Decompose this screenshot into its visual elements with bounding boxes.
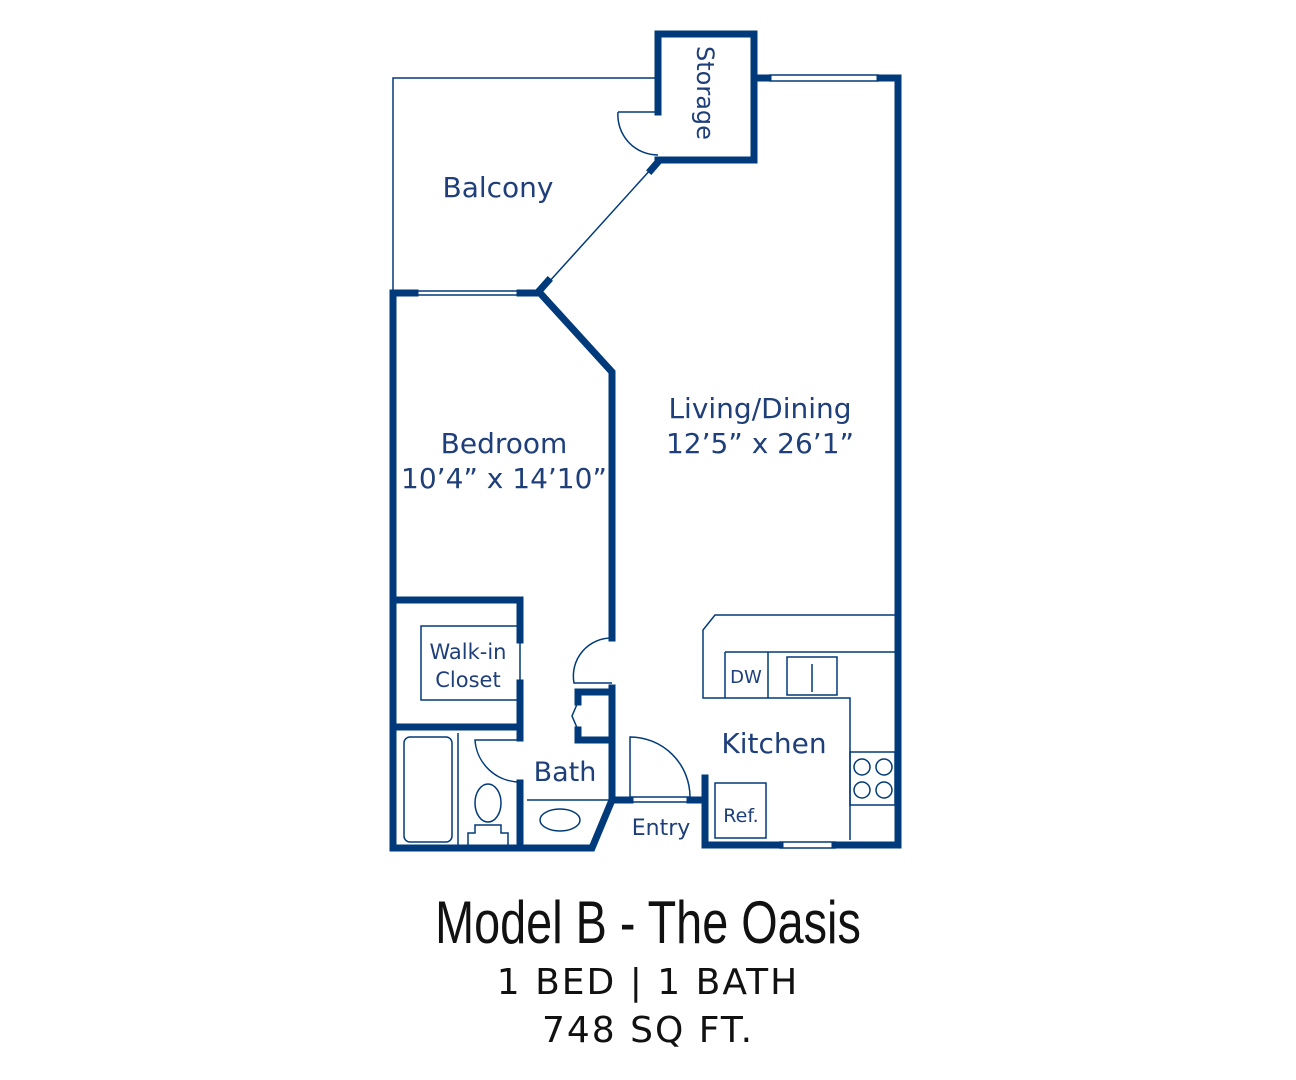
burner <box>875 758 893 776</box>
window-top <box>769 74 879 82</box>
door-stub <box>646 157 663 175</box>
bedroom-door <box>572 637 613 684</box>
stove <box>849 751 896 806</box>
sliding-door <box>547 167 653 284</box>
model-title: Model B - The Oasis <box>435 889 861 956</box>
burner <box>853 758 871 776</box>
bathtub <box>403 736 453 843</box>
closet-shelf <box>420 625 521 701</box>
closet-wall <box>393 596 524 644</box>
balcony-outline <box>392 77 655 293</box>
balcony-label: Balcony <box>443 171 554 204</box>
storage-walls <box>654 30 758 164</box>
kitchen-counter <box>702 614 895 840</box>
bedroom-wall <box>516 289 616 642</box>
linen-door <box>571 701 579 731</box>
burner <box>853 781 871 799</box>
toilet-icon <box>474 783 502 823</box>
bedroom-label: Bedroom <box>441 427 568 460</box>
linen-closet-wall-2 <box>574 726 616 744</box>
kitchen-label: Kitchen <box>721 727 826 760</box>
entry-threshold <box>629 796 691 803</box>
storage-label: Storage <box>691 46 719 140</box>
bedroom-dims: 10’4” x 14’10” <box>401 462 607 495</box>
entry-label: Entry <box>632 816 691 841</box>
storage-door <box>617 111 659 156</box>
bedroom-window <box>414 290 521 296</box>
bath-door <box>474 739 521 783</box>
living-dims: 12’5” x 26’1” <box>666 427 854 460</box>
square-footage: 748 SQ FT. <box>541 1010 755 1051</box>
kitchen-sink <box>786 656 838 696</box>
entry-door <box>629 736 691 798</box>
burner <box>875 781 893 799</box>
exterior-wall-right <box>831 74 902 849</box>
closet-label: Walk-in <box>429 640 506 664</box>
bath-label: Bath <box>534 757 597 788</box>
living-label: Living/Dining <box>668 392 851 425</box>
door-stub <box>535 276 553 295</box>
toilet-tank <box>467 824 509 845</box>
refrigerator <box>714 782 767 839</box>
window-kitchen <box>779 841 836 849</box>
closet-label-2: Closet <box>435 668 500 692</box>
beds-baths: 1 BED | 1 BATH <box>496 962 800 1003</box>
dw-label: DW <box>730 667 762 688</box>
sink-icon <box>539 808 581 832</box>
ref-label: Ref. <box>723 805 758 827</box>
linen-closet-wall <box>574 688 616 706</box>
